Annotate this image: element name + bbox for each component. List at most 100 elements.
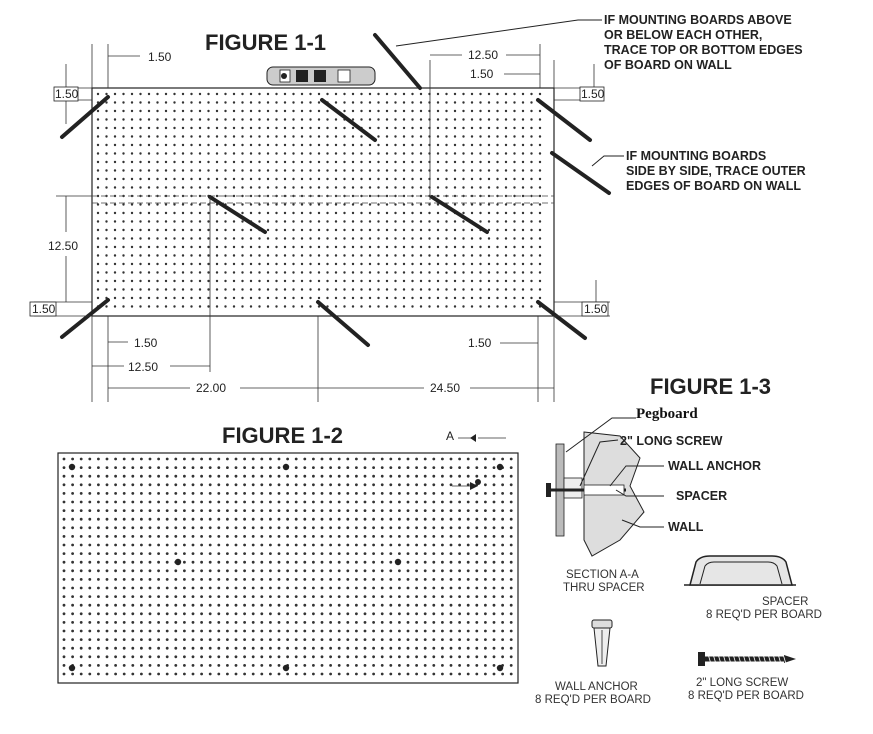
peg-hole [406, 672, 410, 676]
screw-callout: 2" LONG SCREW [620, 434, 723, 448]
peg-hole [224, 92, 227, 96]
peg-hole [326, 160, 329, 164]
peg-hole [462, 92, 465, 96]
peg-hole [131, 509, 135, 512]
peg-hole [470, 186, 474, 189]
peg-hole [292, 152, 295, 155]
peg-hole [173, 271, 176, 274]
peg-hole [294, 664, 298, 667]
peg-hole [419, 211, 423, 215]
peg-hole [458, 457, 461, 461]
peg-hole [62, 492, 66, 495]
peg-hole [411, 152, 414, 155]
level-icon [266, 66, 376, 86]
peg-hole [286, 612, 289, 616]
peg-hole [183, 560, 186, 564]
peg-hole [190, 237, 193, 240]
peg-hole [122, 126, 125, 130]
peg-hole [105, 664, 109, 667]
peg-hole [380, 560, 384, 564]
peg-hole [174, 638, 178, 641]
peg-hole [224, 126, 227, 130]
peg-hole [320, 483, 324, 487]
peg-hole [432, 646, 436, 650]
peg-hole [303, 672, 307, 676]
peg-hole [300, 271, 304, 274]
peg-hole [260, 655, 264, 659]
peg-hole [419, 186, 423, 189]
peg-hole [320, 474, 324, 478]
peg-hole [249, 228, 253, 232]
peg-hole [343, 126, 346, 130]
peg-hole [275, 237, 278, 240]
peg-hole [62, 629, 66, 633]
peg-hole [402, 118, 406, 121]
peg-hole [441, 586, 444, 590]
peg-hole [402, 271, 406, 274]
peg-hole [260, 612, 264, 616]
peg-hole [191, 629, 195, 633]
peg-hole [243, 664, 247, 667]
peg-hole [351, 271, 355, 274]
peg-hole [62, 483, 66, 487]
peg-hole [96, 160, 100, 164]
peg-hole [88, 492, 92, 495]
peg-hole [466, 612, 470, 616]
peg-hole [258, 254, 261, 257]
peg-hole [79, 552, 83, 555]
peg-hole [249, 279, 253, 283]
peg-hole [509, 621, 513, 624]
peg-hole [484, 621, 487, 624]
peg-hole [380, 535, 384, 538]
peg-hole [283, 262, 287, 266]
peg-hole [277, 543, 281, 547]
peg-hole [504, 160, 508, 164]
peg-hole [183, 664, 186, 667]
peg-hole [309, 169, 312, 172]
peg-hole [355, 500, 358, 504]
peg-hole [479, 211, 482, 215]
peg-hole [181, 186, 185, 189]
peg-hole [513, 296, 516, 300]
peg-hole [130, 271, 134, 274]
peg-hole [360, 288, 363, 291]
peg-hole [130, 177, 134, 181]
peg-hole [360, 237, 363, 240]
peg-hole [140, 586, 143, 590]
peg-hole [484, 612, 487, 616]
peg-hole [445, 135, 448, 138]
peg-hole [294, 586, 298, 590]
peg-hole [372, 664, 375, 667]
peg-hole [346, 483, 350, 487]
peg-hole [337, 612, 341, 616]
peg-hole [174, 646, 178, 650]
screw-thread [752, 653, 757, 665]
peg-hole [130, 279, 134, 283]
peg-hole [190, 245, 193, 249]
peg-hole [139, 152, 142, 155]
peg-hole [122, 492, 126, 495]
peg-hole [487, 177, 491, 181]
peg-hole [521, 211, 525, 215]
peg-hole [411, 92, 414, 96]
peg-hole [217, 483, 221, 487]
peg-hole [351, 279, 355, 283]
peg-hole [140, 646, 143, 650]
peg-hole [449, 560, 453, 564]
peg-hole [174, 569, 178, 573]
peg-hole [496, 237, 499, 240]
peg-hole [122, 109, 125, 113]
peg-hole [283, 203, 287, 206]
peg-hole [105, 569, 109, 573]
peg-hole [484, 655, 487, 659]
peg-hole [156, 177, 159, 181]
peg-hole [174, 552, 178, 555]
peg-hole [453, 237, 457, 240]
anchor-caption-line1: WALL ANCHOR [555, 681, 638, 693]
peg-hole [389, 569, 393, 573]
peg-hole [97, 492, 100, 495]
peg-hole [394, 288, 397, 291]
peg-hole [165, 552, 169, 555]
peg-hole [320, 629, 324, 633]
peg-hole [317, 203, 321, 206]
